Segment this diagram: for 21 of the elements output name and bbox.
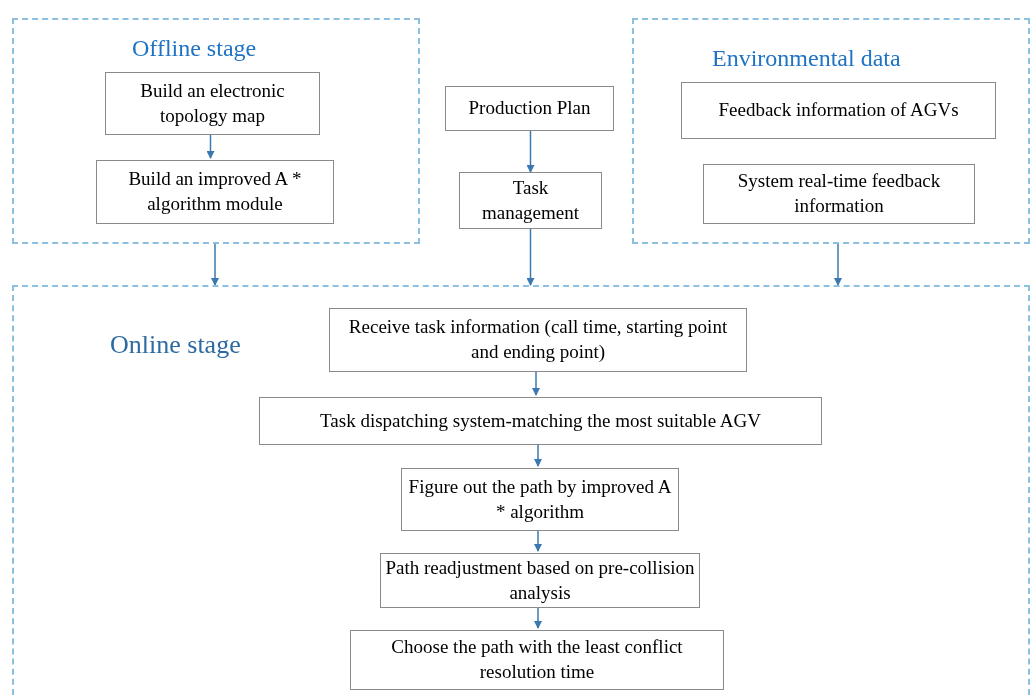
dashed-group-frame bbox=[632, 18, 1030, 244]
dashed-group-frame bbox=[12, 18, 420, 244]
process-box: Choose the path with the least conflict resolution time bbox=[350, 630, 724, 690]
process-box: Feedback information of AGVs bbox=[681, 82, 996, 139]
group-title: Online stage bbox=[110, 329, 241, 361]
group-title: Environmental data bbox=[712, 44, 901, 73]
process-box: Task dispatching system-matching the most suitable AGV bbox=[259, 397, 822, 445]
process-box: Build an improved A * algorithm module bbox=[96, 160, 334, 224]
arrow bbox=[834, 243, 842, 286]
process-box: Receive task information (call time, starting point and ending point) bbox=[329, 308, 747, 372]
dashed-group-frame bbox=[12, 285, 1030, 695]
arrow bbox=[211, 243, 219, 286]
process-box: Build an electronic topology map bbox=[105, 72, 320, 135]
process-box: System real-time feedback information bbox=[703, 164, 975, 224]
process-box: Production Plan bbox=[445, 86, 614, 131]
process-box: Task management bbox=[459, 172, 602, 229]
arrow bbox=[526, 130, 535, 173]
process-box: Path readjustment based on pre-collision analysis bbox=[380, 553, 700, 608]
group-title: Offline stage bbox=[132, 34, 257, 63]
process-box: Figure out the path by improved A * algorithm bbox=[401, 468, 679, 531]
arrow bbox=[526, 228, 535, 286]
